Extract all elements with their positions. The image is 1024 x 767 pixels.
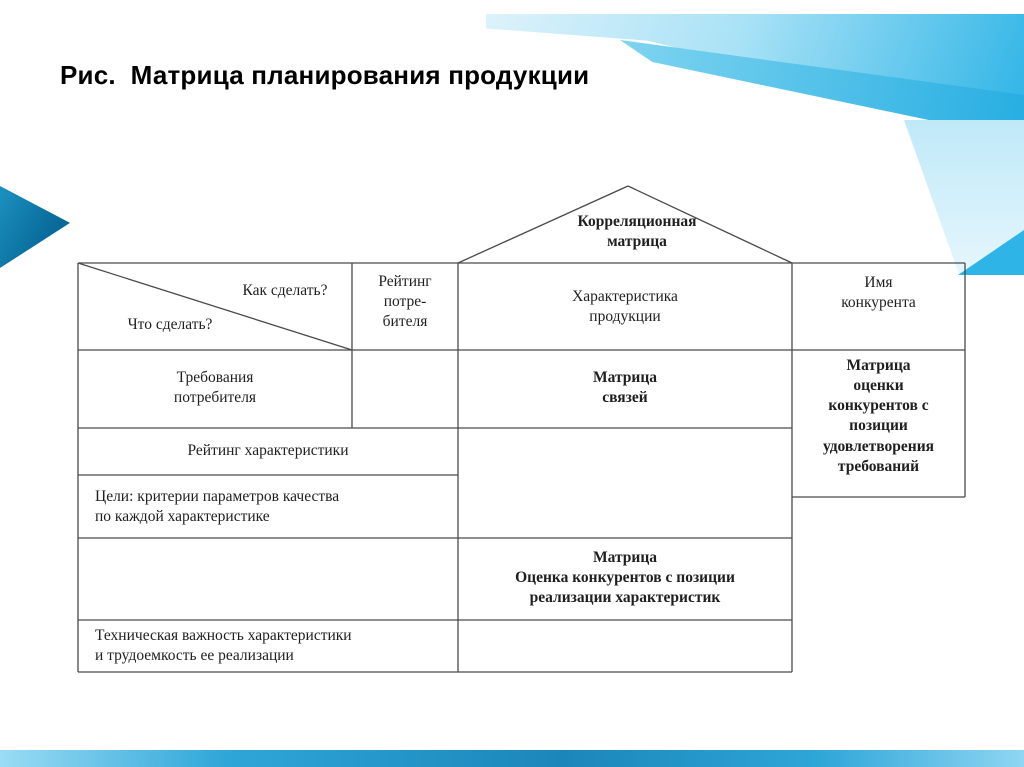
competitor-implementation-matrix-cell: Матрица Оценка конкурентов с позиции реа…: [515, 549, 735, 607]
competitor-satisfaction-matrix-cell: Матрица оценки конкурентов с позиции удо…: [822, 357, 935, 475]
goals-cell: Цели: критерии параметров качества по ка…: [95, 488, 340, 526]
characteristic-rating-cell: Рейтинг характеристики: [187, 442, 349, 459]
consumer-rating-label: Рейтинг потре- бителя: [378, 273, 432, 331]
what-to-do-label: Что сделать?: [127, 316, 213, 333]
product-characteristics-label: Характеристика продукции: [572, 288, 678, 326]
how-to-do-label: Как сделать?: [242, 282, 328, 299]
slide-title: Рис. Матрица планирования продукции: [60, 60, 590, 90]
relationship-matrix-cell: Матрица связей: [592, 369, 657, 407]
correlation-matrix-label: Корреляционная матрица: [577, 213, 697, 251]
technical-importance-cell: Техническая важность характеристики и тр…: [95, 627, 352, 665]
competitor-name-label: Имя конкурента: [841, 274, 916, 312]
consumer-requirements-cell: Требования потребителя: [173, 369, 257, 407]
